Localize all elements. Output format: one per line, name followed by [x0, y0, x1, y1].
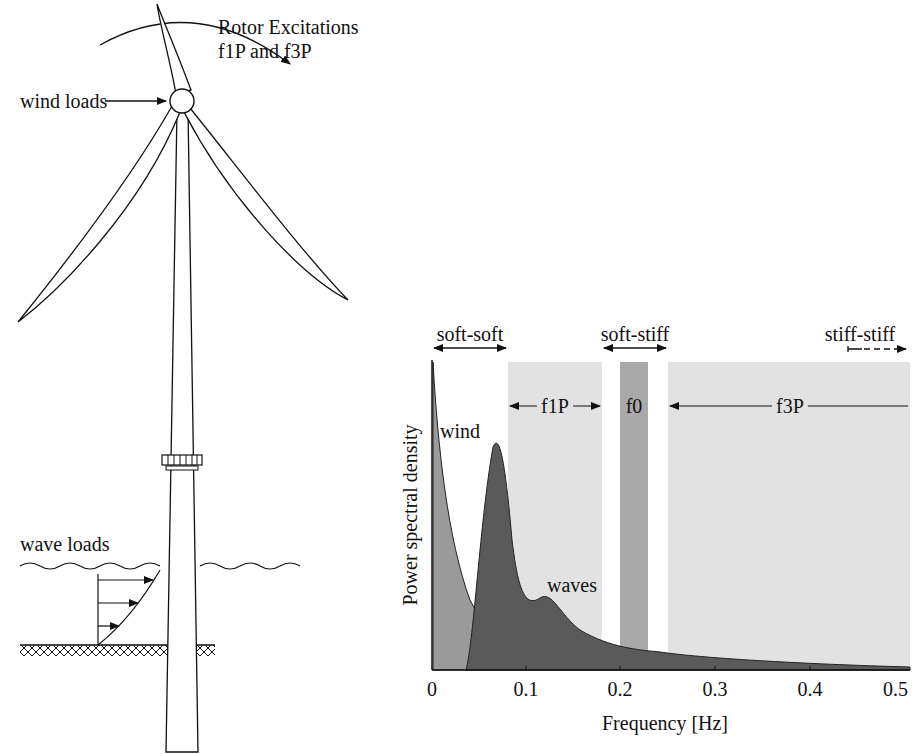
label: Rotor Excitations [218, 16, 359, 38]
ticks [526, 666, 810, 670]
label: f0 [622, 395, 647, 417]
tower [166, 110, 198, 752]
label: soft-soft [437, 323, 504, 345]
label: f1P [537, 395, 573, 417]
x-axis [432, 669, 910, 671]
label: 0 [427, 678, 437, 700]
load-arrow [98, 625, 119, 626]
load-profile-base [97, 574, 98, 645]
band-f0 [620, 362, 648, 670]
label: Frequency [Hz] [602, 712, 728, 734]
wind-load-arrow [105, 100, 166, 101]
load-profile-curve [98, 570, 160, 645]
stiff-stiff-arrow [864, 348, 906, 349]
label: wave loads [20, 533, 109, 555]
label: 0.3 [703, 678, 728, 700]
label: stiff-stiff [825, 323, 895, 345]
wind-spectrum [433, 362, 910, 670]
label: 0.5 [883, 678, 908, 700]
load-arrow [98, 602, 138, 603]
flange-bolts [168, 455, 197, 465]
label: waves [547, 574, 597, 596]
blade [184, 108, 348, 300]
label: Power spectral density [399, 424, 421, 605]
y-axis [431, 360, 433, 670]
stiff-stiff-bracket [848, 346, 862, 352]
sea-surface [200, 563, 300, 569]
sea-surface [20, 563, 160, 569]
label: 0.4 [798, 678, 823, 700]
soft-soft-arrow [434, 347, 506, 348]
load-arrow [98, 579, 153, 580]
hub [170, 89, 194, 113]
wave-spectrum [466, 443, 910, 670]
label: f3P [772, 395, 808, 417]
label: f1P and f3P [218, 40, 312, 62]
band-3p [668, 362, 910, 670]
blade [157, 4, 191, 94]
flange-ring [166, 466, 198, 470]
label: 0.2 [608, 678, 633, 700]
label: wind loads [20, 90, 107, 112]
label: wind [440, 420, 480, 442]
label: 0.1 [514, 678, 539, 700]
label: soft-stiff [601, 323, 670, 345]
soft-stiff-arrow [604, 347, 666, 348]
transition-flange [162, 455, 202, 465]
blade [18, 106, 180, 322]
